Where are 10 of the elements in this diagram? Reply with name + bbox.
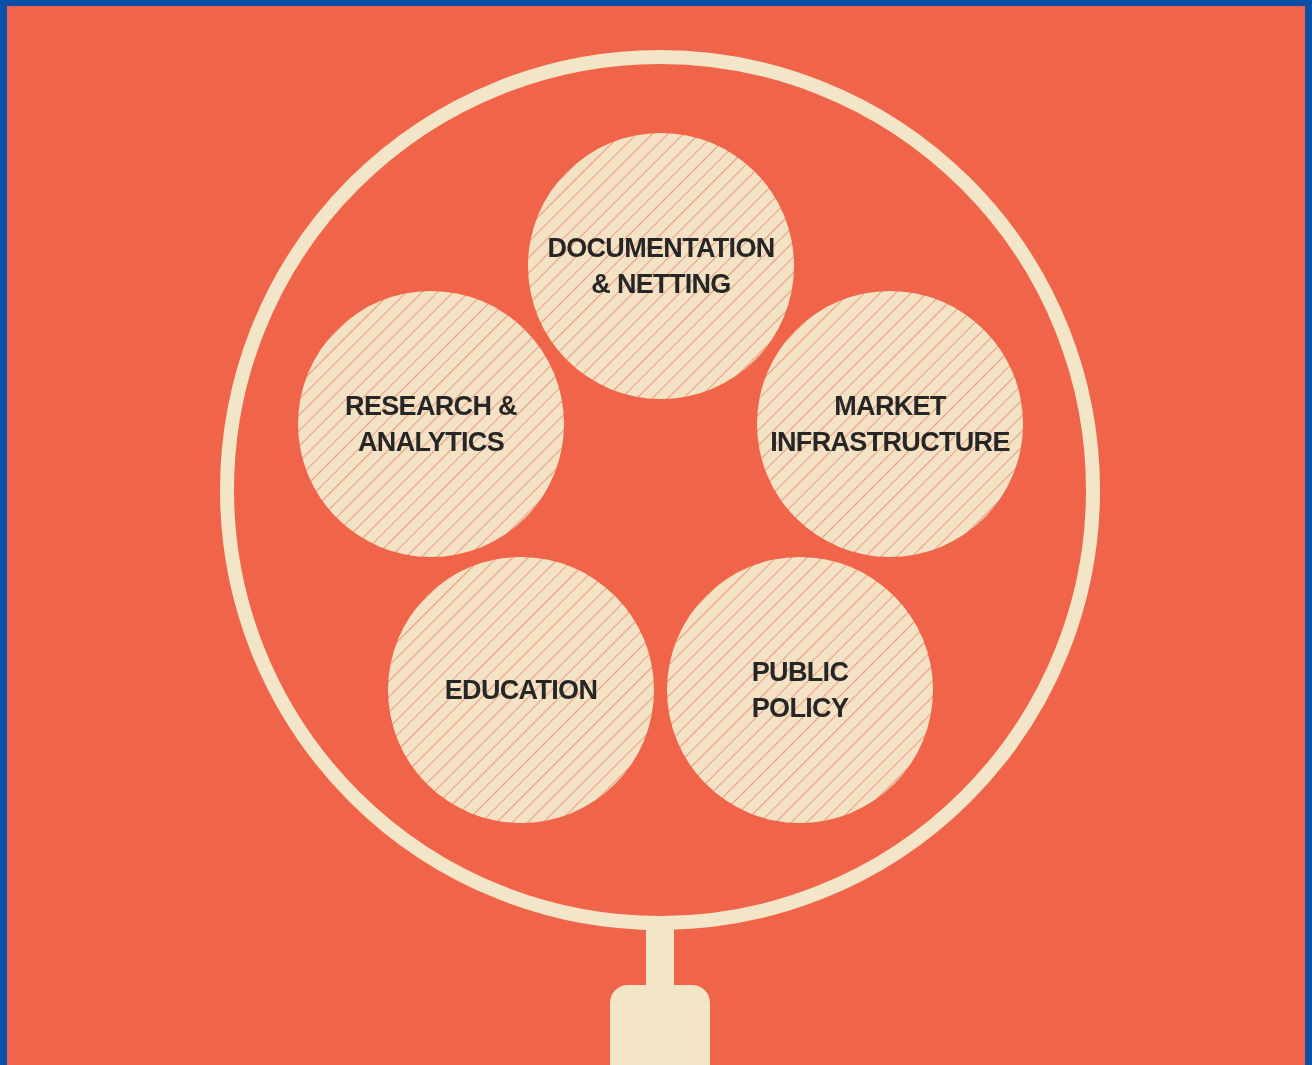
hatched-circle: [667, 557, 933, 823]
circle-label: MARKET INFRASTRUCTURE: [769, 390, 1011, 459]
circle-label: DOCUMENTATION & NETTING: [546, 232, 776, 301]
circle-label: RESEARCH & ANALYTICS: [344, 390, 518, 459]
circle-label: PUBLIC POLICY: [750, 656, 850, 725]
hatched-circle: [757, 291, 1023, 557]
hatched-circle: [528, 133, 794, 399]
circle-label: EDUCATION: [444, 674, 598, 707]
hatched-circle: [298, 291, 564, 557]
hatched-circle: [388, 557, 654, 823]
